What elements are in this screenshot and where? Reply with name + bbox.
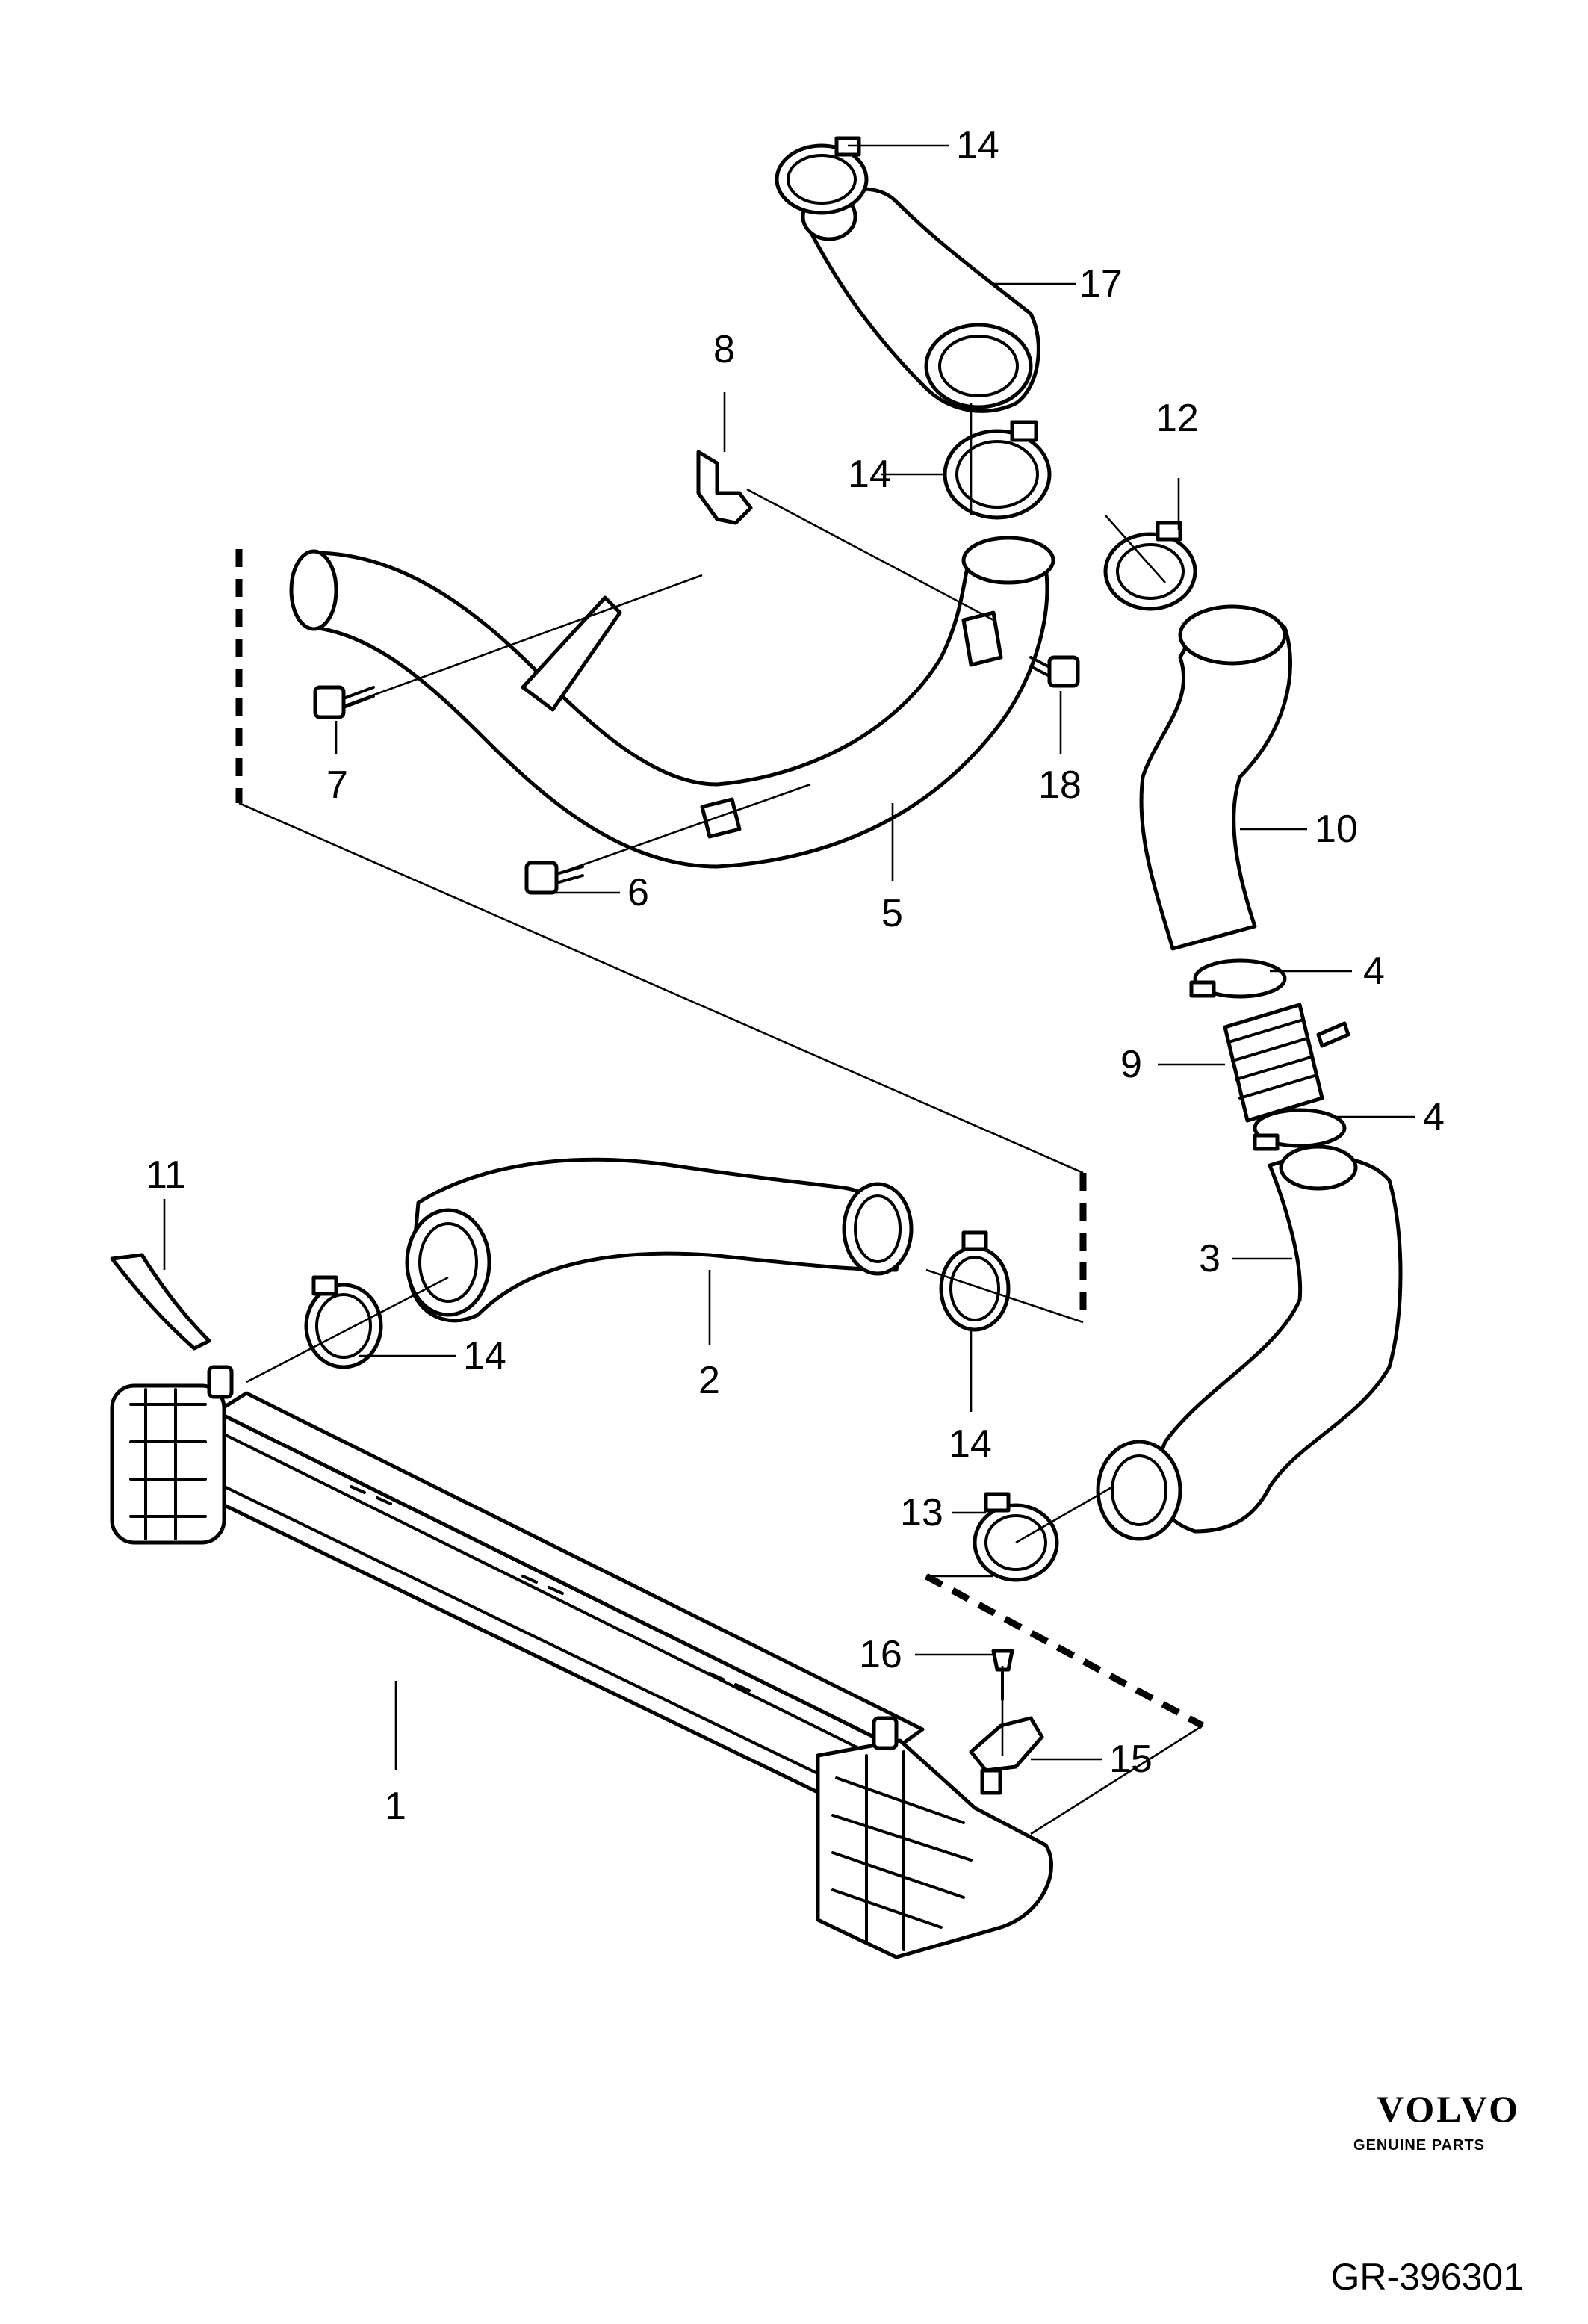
part-3-hose — [1096, 1144, 1403, 1541]
clamp-12 — [1103, 521, 1197, 611]
callout-16: 16 — [859, 1633, 902, 1676]
footer: VOLVO GENUINE PARTS GR-396301 — [1331, 2088, 1525, 2298]
callout-14-mid: 14 — [848, 453, 891, 496]
part-10-hose — [1139, 604, 1292, 951]
callout-labels: 14 17 8 12 14 7 18 10 6 5 4 9 4 11 3 14 … — [146, 124, 1445, 1828]
assembly-lines — [238, 403, 1203, 1835]
callout-1: 1 — [385, 1785, 406, 1828]
clamp-14-left — [304, 1275, 383, 1369]
callout-4-upper: 4 — [1363, 949, 1385, 993]
part-11-strip — [110, 1253, 211, 1351]
callout-9: 9 — [1120, 1043, 1142, 1086]
clamp-14-mid — [943, 420, 1052, 520]
callout-11: 11 — [146, 1153, 186, 1197]
callout-17: 17 — [1079, 262, 1123, 306]
callout-7: 7 — [326, 763, 348, 807]
clamp-14-right — [939, 1230, 1011, 1332]
drawing-reference: GR-396301 — [1331, 2256, 1525, 2298]
part-1-intercooler — [110, 1365, 1053, 1959]
part-2-hose — [405, 1157, 914, 1323]
clamp-14-top — [775, 136, 869, 215]
callout-4-lower: 4 — [1423, 1095, 1445, 1138]
callout-15: 15 — [1109, 1738, 1153, 1781]
callout-2: 2 — [698, 1359, 720, 1402]
callout-14-left: 14 — [463, 1334, 506, 1378]
bolt-18 — [1029, 655, 1080, 688]
callout-3: 3 — [1199, 1237, 1221, 1280]
brand-logo: VOLVO — [1377, 2088, 1520, 2130]
part-5-pipe — [289, 536, 1055, 869]
callout-13: 13 — [900, 1491, 943, 1534]
part-9-connector — [1223, 1003, 1350, 1123]
callout-14-top: 14 — [956, 124, 999, 167]
callout-14-right: 14 — [949, 1422, 992, 1466]
callout-18: 18 — [1038, 763, 1082, 807]
part-17-hose — [801, 187, 1040, 413]
callout-8: 8 — [713, 328, 735, 371]
clamp-4-upper — [1189, 958, 1287, 999]
callout-12: 12 — [1156, 397, 1199, 440]
clamp-13 — [973, 1492, 1059, 1582]
brand-subtitle: GENUINE PARTS — [1353, 2137, 1485, 2154]
bolt-7 — [313, 685, 375, 719]
callout-6: 6 — [627, 871, 649, 914]
callout-leaders — [163, 144, 1415, 1770]
callout-5: 5 — [881, 892, 903, 935]
part-15-sensor — [969, 1716, 1044, 1795]
callout-10: 10 — [1315, 808, 1358, 851]
clamp-4-lower — [1253, 1108, 1347, 1151]
bolt-8 — [696, 450, 753, 525]
dashed-frames — [235, 549, 1205, 1729]
